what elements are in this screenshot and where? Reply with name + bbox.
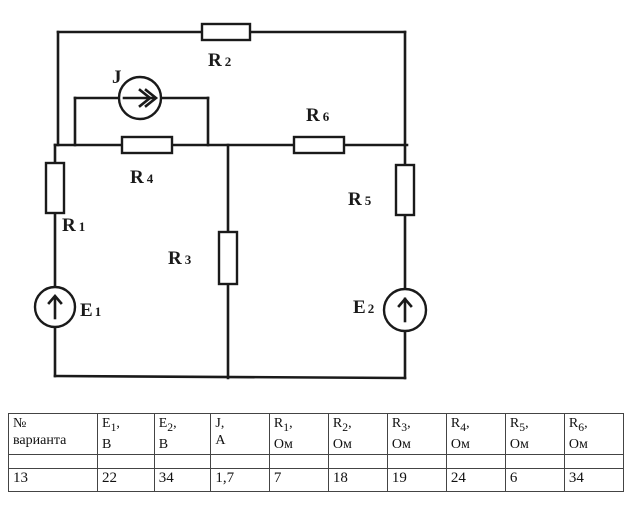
circuit-wires [53, 30, 409, 380]
header-cell-r4: R4,Ом [445, 413, 506, 455]
header-cell-r6: R6,Ом [563, 413, 625, 455]
value-cell-e2: 34 [153, 467, 212, 492]
value-cell-e1: 22 [97, 467, 155, 492]
resistor-r2 [200, 22, 252, 42]
header-cell-e2: E2,В [153, 413, 212, 455]
voltage-source-e1-icon [33, 285, 77, 329]
header-cell-j: J,А [210, 413, 270, 455]
current-source-j-icon [117, 75, 163, 121]
value-cell-variant: 13 [8, 467, 98, 492]
resistor-r5 [394, 163, 416, 217]
value-cell-r3: 19 [386, 467, 447, 492]
value-cell-r4: 24 [445, 467, 506, 492]
value-cell-r2: 18 [327, 467, 388, 492]
header-cell-r2: R2,Ом [327, 413, 388, 455]
header-cell-r5: R5,Ом [504, 413, 565, 455]
header-cell-r1: R1,Ом [268, 413, 329, 455]
label-j: J [112, 67, 122, 88]
resistor-r4 [120, 135, 174, 155]
table-row: 13 22 34 1,7 7 18 19 24 6 34 [8, 467, 625, 492]
resistor-r6 [292, 135, 346, 155]
header-cell-r3: R3,Ом [386, 413, 447, 455]
table-spacer-row [8, 453, 625, 469]
voltage-source-e2-icon [382, 287, 428, 333]
header-cell-e1: E1,В [97, 413, 155, 455]
value-cell-r1: 7 [268, 467, 329, 492]
value-cell-r5: 6 [504, 467, 565, 492]
resistor-r3 [217, 230, 239, 286]
value-cell-j: 1,7 [210, 467, 270, 492]
value-cell-r6: 34 [563, 467, 625, 492]
resistor-r1 [44, 161, 66, 215]
